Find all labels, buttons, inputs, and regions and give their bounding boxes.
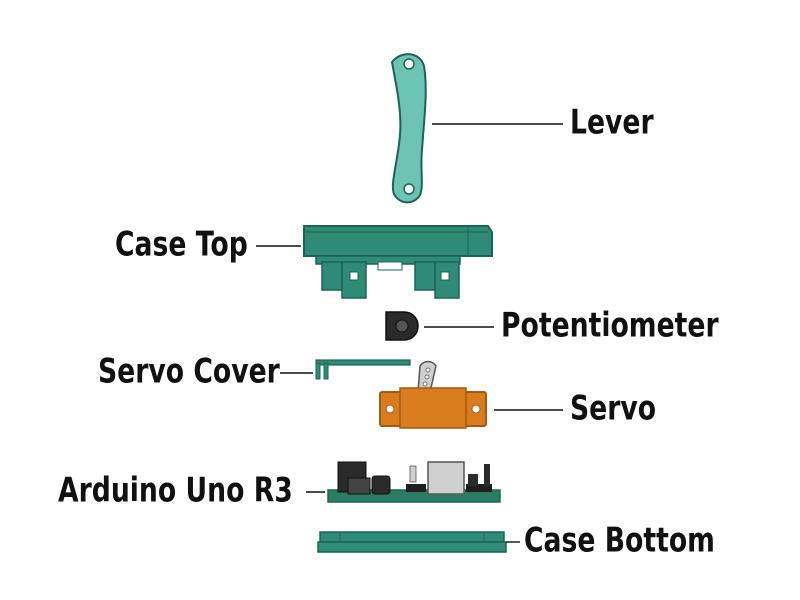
arduino-board-part [327,461,501,503]
label-servo: Servo [570,389,656,428]
lever-part [390,53,427,204]
case-top-part [303,225,493,299]
label-lever: Lever [570,103,654,142]
servo-part [379,360,487,429]
label-case-top: Case Top [115,225,248,264]
label-potentiometer: Potentiometer [501,306,719,345]
label-case-bottom: Case Bottom [524,521,715,560]
potentiometer-part [385,311,419,341]
servo-cover-part [315,359,411,380]
label-servo-cover: Servo Cover [98,352,280,391]
case-bottom-part [317,531,507,553]
label-arduino: Arduino Uno R3 [58,471,293,510]
